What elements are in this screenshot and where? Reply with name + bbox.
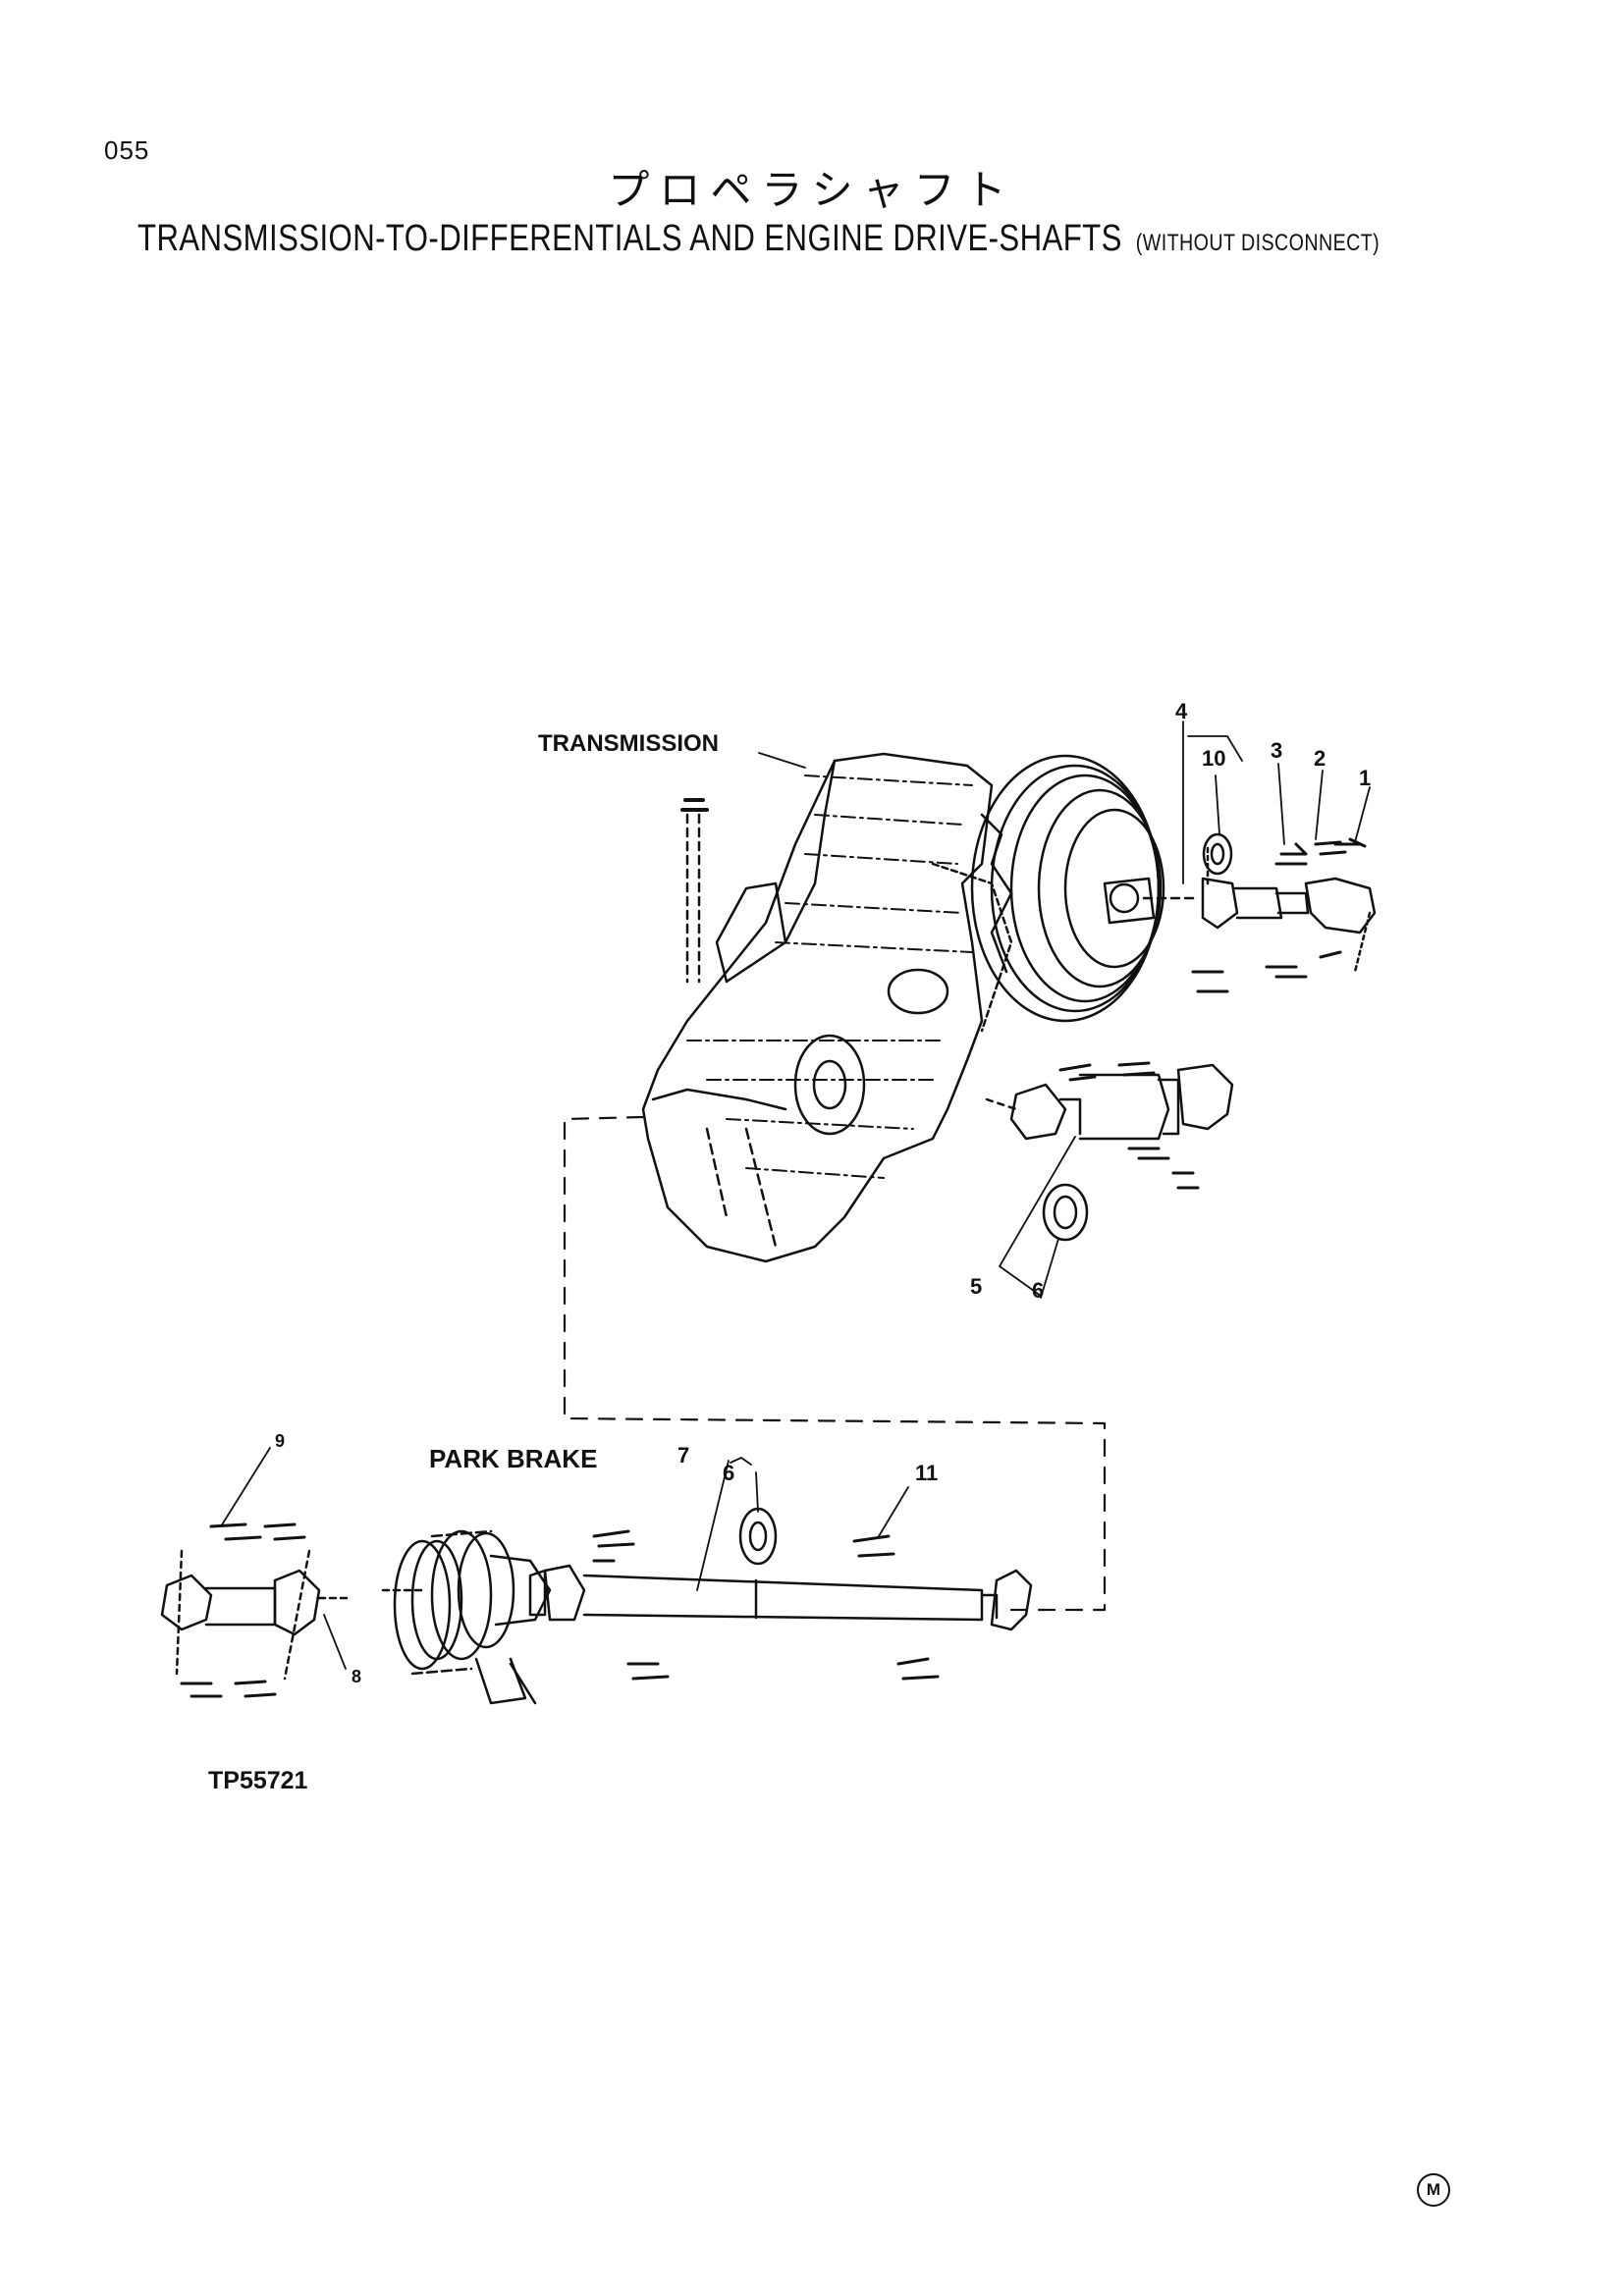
callout-9: 9 xyxy=(275,1431,285,1451)
title-english-sub: (WITHOUT DISCONNECT) xyxy=(1135,230,1380,256)
title-english: TRANSMISSION-TO-DIFFERENTIALS AND ENGINE… xyxy=(137,218,1380,260)
leader-lines xyxy=(220,721,1371,1670)
converter-disk xyxy=(970,754,1165,1023)
label-park-brake: PARK BRAKE xyxy=(429,1444,597,1473)
callout-7: 7 xyxy=(677,1443,689,1468)
callout-10: 10 xyxy=(1202,746,1225,771)
label-transmission: TRANSMISSION xyxy=(538,730,719,757)
routing-line xyxy=(563,1115,1107,1612)
callout-6-lower: 6 xyxy=(723,1461,734,1485)
callout-6-upper: 6 xyxy=(1032,1278,1044,1303)
long-drive-shaft xyxy=(528,1507,1033,1681)
callout-1: 1 xyxy=(1359,766,1371,790)
callout-8: 8 xyxy=(352,1667,361,1686)
output-shaft xyxy=(985,1061,1234,1242)
transmission-housing xyxy=(641,752,1013,1263)
title-japanese: プロペラシャフト xyxy=(608,166,1016,214)
title-english-main: TRANSMISSION-TO-DIFFERENTIALS AND ENGINE… xyxy=(137,218,1122,259)
park-brake-assembly xyxy=(381,1529,552,1705)
page-number: 055 xyxy=(104,135,150,165)
engine-drive-shaft xyxy=(1142,832,1377,993)
short-drive-shaft xyxy=(160,1522,351,1698)
callout-5: 5 xyxy=(970,1274,982,1299)
callout-4: 4 xyxy=(1175,699,1188,723)
callout-11: 11 xyxy=(915,1461,938,1485)
callout-3: 3 xyxy=(1271,738,1282,763)
label-figure-code: TP55721 xyxy=(208,1767,308,1794)
callout-2: 2 xyxy=(1314,746,1326,771)
corner-mark: M xyxy=(1417,2173,1450,2207)
